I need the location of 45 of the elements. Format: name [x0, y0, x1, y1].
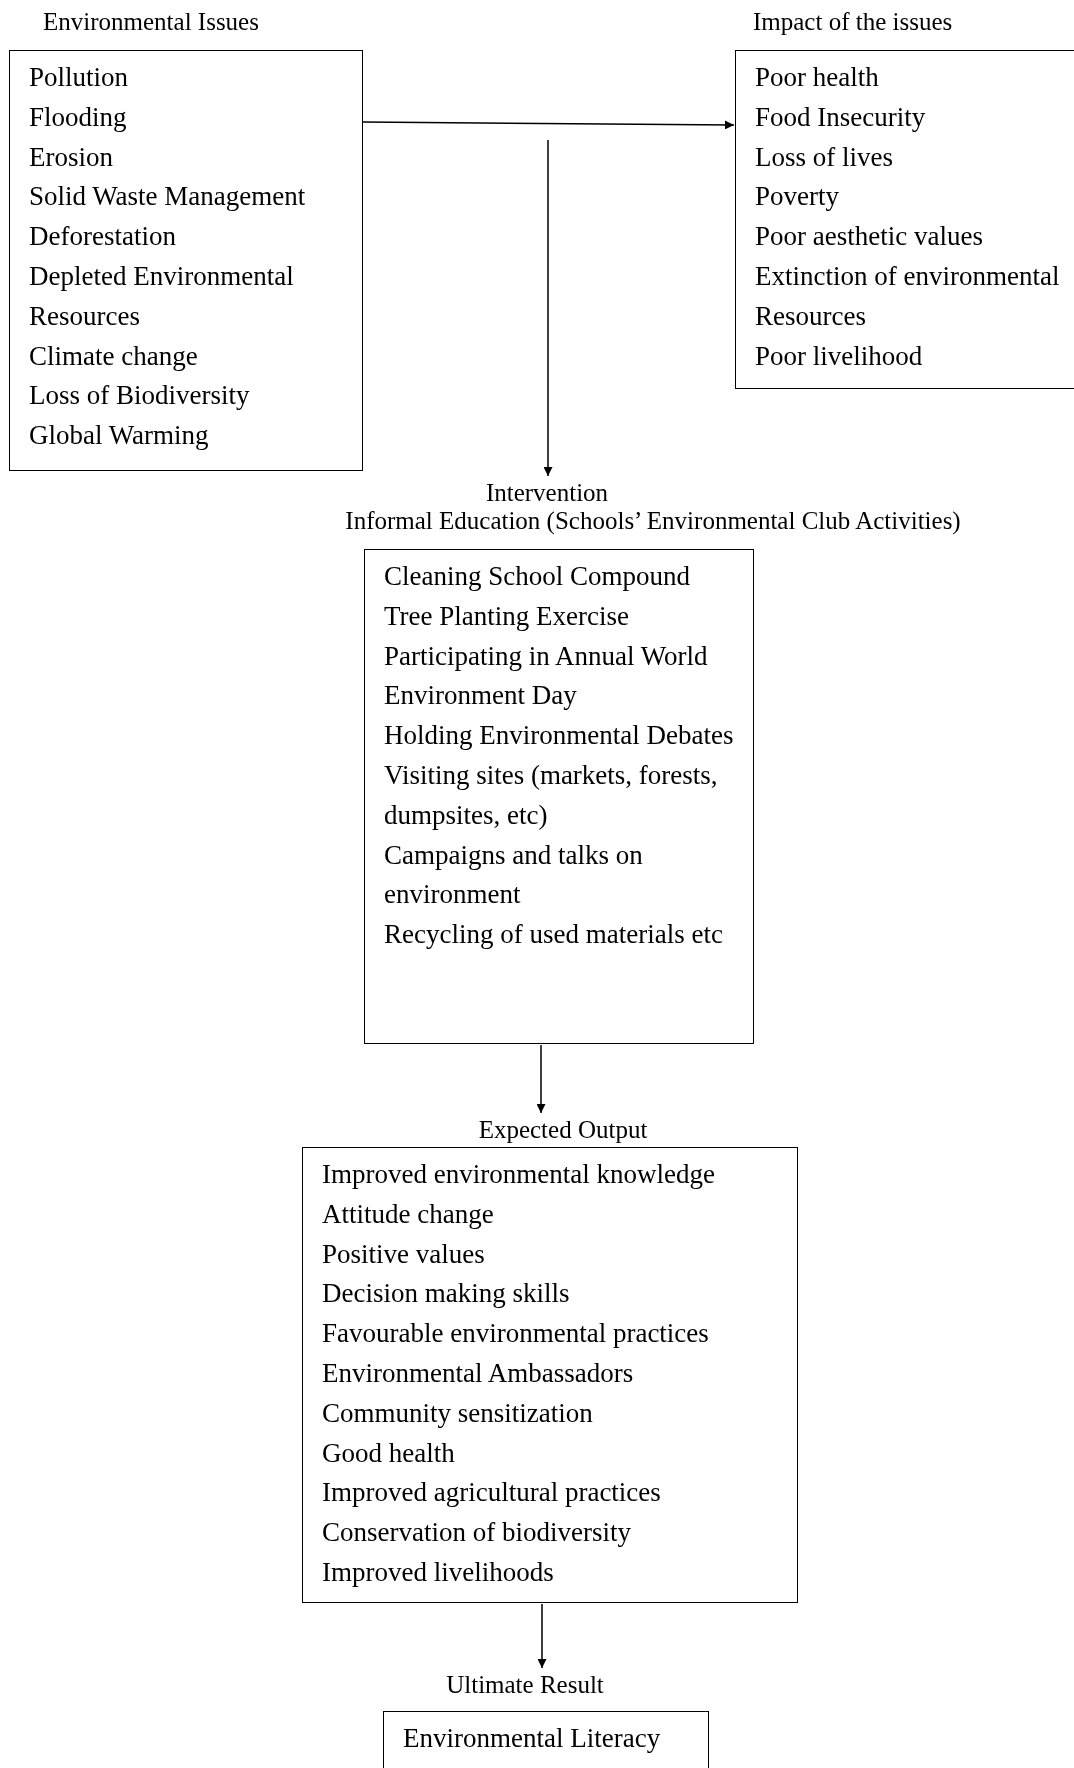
list-item: Poor aesthetic values [755, 220, 984, 254]
list-item: Improved livelihoods [322, 1555, 555, 1589]
list-item: Loss of lives [755, 140, 894, 174]
arrow [543, 139, 553, 477]
list-item: Climate change [29, 339, 199, 373]
list-item: Conservation of biodiversity [322, 1516, 632, 1550]
list-item: Positive values [322, 1237, 486, 1271]
list-item: Visiting sites (markets, forests, dumpsites, etc) [384, 759, 719, 832]
list-item: Improved environmental knowledge [322, 1158, 716, 1191]
list-item: Pollution [29, 61, 130, 94]
list-item: Decision making skills [322, 1277, 571, 1311]
arrow [362, 120, 735, 130]
list-item: Cleaning School Compound [384, 560, 691, 593]
heading: Environmental Issues [43, 8, 259, 36]
list-item: Community sensitization [322, 1396, 594, 1430]
list-item: Erosion [29, 140, 114, 174]
arrow [536, 1044, 546, 1114]
list-item: Flooding [29, 100, 128, 134]
list-item: Global Warming [29, 419, 210, 453]
list-item: Extinction of environmental Resources [755, 260, 1061, 333]
list-item: Solid Waste Management [29, 180, 307, 214]
heading: Informal Education (Schools’ Environmental Club Activities) [345, 507, 961, 535]
list-item: Loss of Biodiversity [29, 379, 251, 413]
list-item: Poverty [755, 180, 840, 214]
list-item: Poor livelihood [755, 339, 924, 373]
arrow [537, 1603, 547, 1669]
list-item: Environmental Ambassadors [322, 1357, 635, 1390]
list-item: Depleted Environmental Resources [29, 260, 295, 333]
heading: Impact of the issues [753, 8, 953, 36]
heading: Expected Output [478, 1116, 648, 1144]
list-item: Improved agricultural practices [322, 1476, 662, 1510]
list-item: Recycling of used materials etc [384, 918, 724, 952]
list-item: Favourable environmental practices [322, 1317, 710, 1351]
list-item: Good health [322, 1436, 456, 1470]
list-item: Campaigns and talks on environment [384, 838, 644, 912]
list-item: Tree Planting Exercise [384, 599, 630, 633]
list-item: Food Insecurity [755, 100, 927, 134]
list-item: Participating in Annual World Environment Day [384, 639, 709, 713]
heading: Ultimate Result [446, 1671, 604, 1699]
heading: Intervention [485, 479, 609, 507]
list-item: Environmental Literacy [403, 1722, 662, 1755]
list-item: Poor health [755, 61, 880, 94]
list-item: Attitude change [322, 1197, 495, 1231]
list-item: Holding Environmental Debates [384, 719, 735, 753]
list-item: Deforestation [29, 220, 177, 254]
